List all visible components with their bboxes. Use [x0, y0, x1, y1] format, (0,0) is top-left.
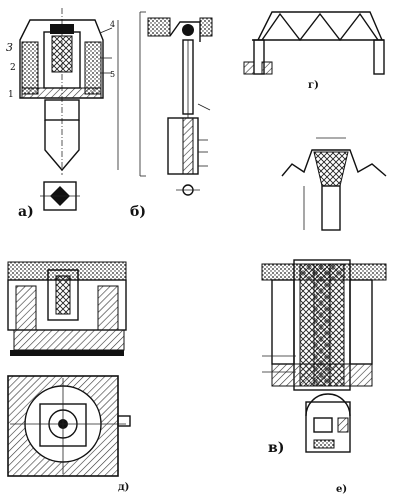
figure-g-truss: г)	[243, 11, 385, 91]
figure-label-b: б)	[130, 204, 146, 220]
figure-label-e: е)	[336, 484, 347, 495]
callout-a-1: 1	[8, 90, 14, 100]
callout-a-5: 5	[110, 70, 115, 79]
figure-e-profile	[281, 137, 387, 231]
callout-a-3: 3	[6, 41, 13, 54]
figure-d-mold-assembly: д)	[7, 261, 131, 493]
figure-label-g: г)	[308, 80, 319, 91]
figure-label-v: в)	[268, 440, 284, 456]
figure-v-column-section: в) е)	[261, 259, 387, 495]
callout-a-2: 2	[10, 63, 16, 73]
figure-label-a: а)	[18, 204, 34, 220]
figure-a-mold-section: 3 2 1 4 5 а)	[6, 8, 119, 220]
callout-a-4: 4	[110, 20, 115, 29]
figure-b-rod: б)	[130, 11, 213, 220]
figure-label-d: д)	[118, 482, 129, 493]
